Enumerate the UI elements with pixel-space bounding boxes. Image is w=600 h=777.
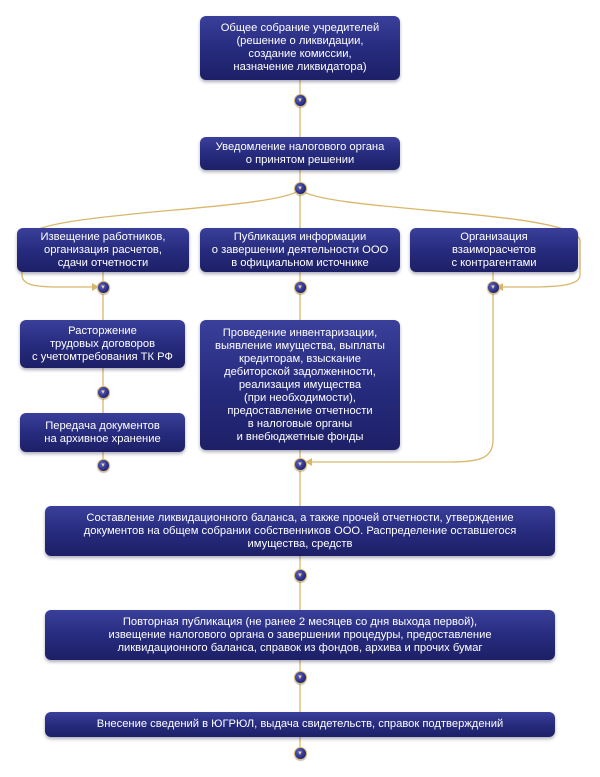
arrow-down-icon: ▾: [293, 93, 307, 107]
connector-to-counterparties-branch: [299, 189, 581, 288]
arrow-down-icon: ▾: [96, 280, 110, 294]
arrowhead-employees: [92, 283, 99, 291]
box-inventory: Проведение инвентаризации, выявление иму…: [200, 320, 400, 450]
arrow-down-icon: ▾: [293, 181, 307, 195]
arrowhead-balance: [305, 458, 312, 466]
arrow-down-icon: ▾: [96, 385, 110, 399]
arrow-down-icon: ▾: [293, 746, 307, 760]
box-archive-transfer: Передача документов на архивное хранение: [20, 413, 185, 452]
arrow-down-icon: ▾: [486, 280, 500, 294]
box-publication: Публикация информации о завершении деяте…: [200, 228, 400, 272]
box-counterparties: Организация взаиморасчетов с контрагента…: [410, 228, 578, 272]
box-founders-meeting: Общее собрание учредителей (решение о ли…: [200, 16, 400, 80]
arrow-down-icon: ▾: [293, 670, 307, 684]
arrowhead-counterparties: [496, 283, 503, 291]
connector-to-employees-branch: [21, 189, 301, 288]
box-egrul-entry: Внесение сведений в ЮГРЮЛ, выдача свидет…: [45, 712, 555, 737]
box-liquidation-balance: Составление ликвидационного баланса, а т…: [45, 506, 555, 556]
box-employees-notice: Извещение работников, организация расчет…: [17, 228, 189, 272]
box-tax-notification: Уведомление налогового органа о принятом…: [200, 137, 400, 170]
arrow-down-icon: ▾: [96, 458, 110, 472]
arrow-down-icon: ▾: [293, 280, 307, 294]
box-contracts-termination: Расторжение трудовых договоров с учетомт…: [20, 320, 185, 368]
connector-counterparties-to-balance: [311, 292, 494, 463]
arrow-down-icon: ▾: [293, 568, 307, 582]
arrow-down-icon: ▾: [293, 457, 307, 471]
box-repeat-publication: Повторная публикация (не ранее 2 месяцев…: [45, 610, 555, 660]
